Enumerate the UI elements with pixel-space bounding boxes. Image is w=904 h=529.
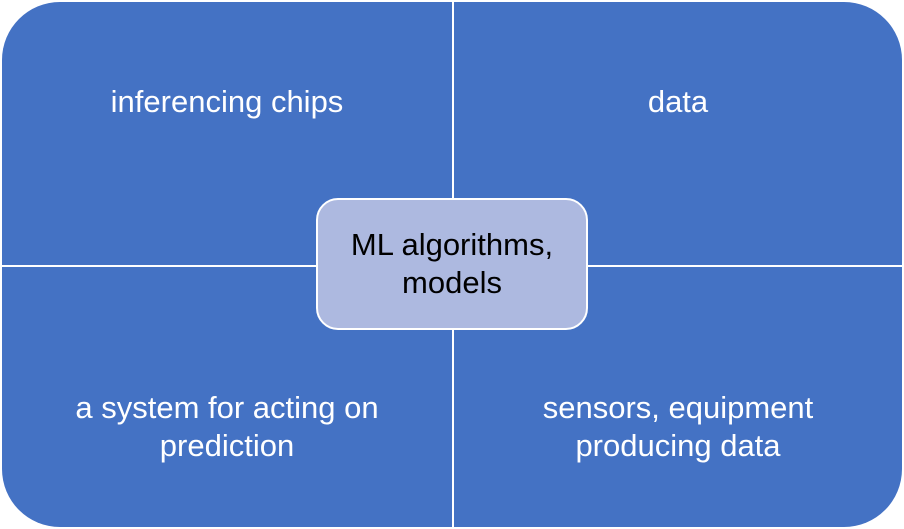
quadrant-bottom-left-label: a system for acting on prediction [75, 390, 379, 463]
quadrant-top-left: inferencing chips [2, 2, 452, 265]
quadrant-top-left-label: inferencing chips [110, 84, 344, 119]
center-label: ML algorithms, models [350, 227, 554, 300]
quadrant-bottom-right-label: sensors, equipment producing data [542, 390, 814, 463]
quadrant-top-right-label: data [647, 84, 709, 119]
quadrant-bottom-left: a system for acting on prediction [2, 267, 452, 527]
center-box: ML algorithms, models [316, 198, 588, 330]
